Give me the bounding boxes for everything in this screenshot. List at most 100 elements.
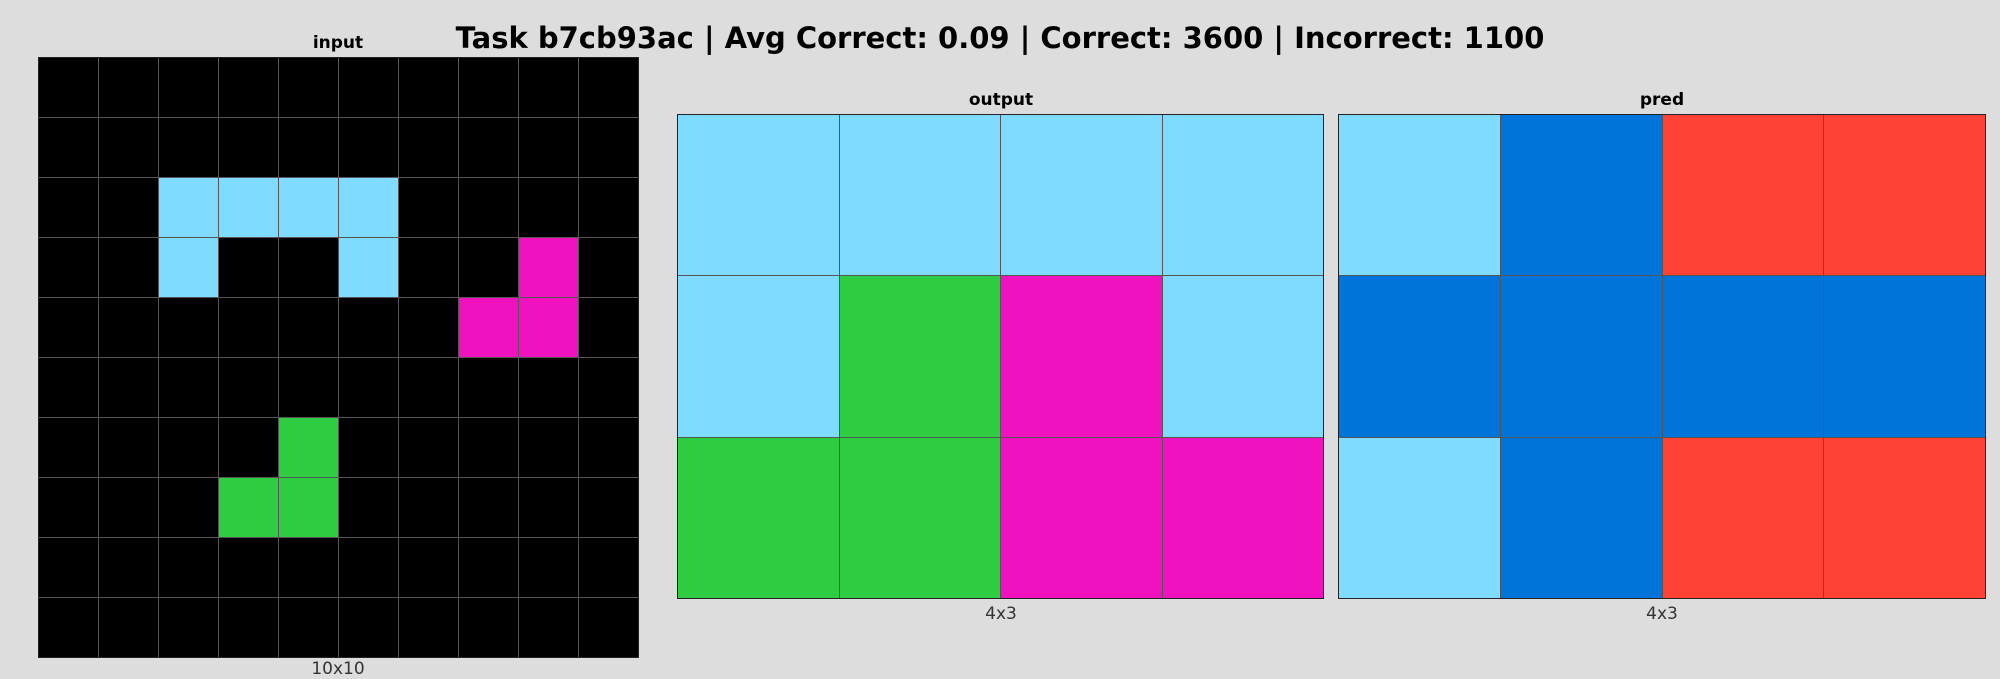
input-cell-r8-c1 (99, 538, 158, 597)
input-cell-r4-c8 (519, 298, 578, 357)
input-cell-r0-c1 (99, 58, 158, 117)
input-cell-r4-c4 (279, 298, 338, 357)
input-cell-r8-c4 (279, 538, 338, 597)
pred-panel-title: pred (1639, 90, 1685, 110)
input-cell-r7-c5 (339, 478, 398, 537)
input-cell-r7-c8 (519, 478, 578, 537)
input-cell-r1-c1 (99, 118, 158, 177)
input-cell-r3-c8 (519, 238, 578, 297)
pred-cell-r1-c1 (1500, 276, 1662, 437)
input-cell-r9-c9 (579, 598, 638, 657)
input-cell-r7-c7 (459, 478, 518, 537)
output-cell-r0-c0 (678, 115, 839, 276)
pred-cell-r2-c2 (1662, 437, 1824, 598)
output-cell-r1-c0 (678, 276, 839, 437)
input-cell-r0-c5 (339, 58, 398, 117)
input-cell-r1-c7 (459, 118, 518, 177)
input-cell-r8-c0 (39, 538, 98, 597)
input-panel-caption: 10x10 (311, 659, 365, 679)
pred-cell-r1-c3 (1824, 276, 1985, 437)
input-cell-r0-c7 (459, 58, 518, 117)
input-cell-r2-c4 (279, 178, 338, 237)
input-cell-r1-c9 (579, 118, 638, 177)
input-cell-r5-c9 (579, 358, 638, 417)
input-cell-r9-c7 (459, 598, 518, 657)
input-cell-r8-c2 (159, 538, 218, 597)
input-cell-r6-c2 (159, 418, 218, 477)
input-cell-r3-c3 (219, 238, 278, 297)
input-cell-r7-c1 (99, 478, 158, 537)
input-cell-r2-c8 (519, 178, 578, 237)
input-cell-r5-c8 (519, 358, 578, 417)
input-cell-r3-c2 (159, 238, 218, 297)
input-cell-r1-c5 (339, 118, 398, 177)
input-cell-r4-c0 (39, 298, 98, 357)
input-cell-r7-c6 (399, 478, 458, 537)
input-cell-r7-c0 (39, 478, 98, 537)
input-grid (38, 57, 639, 658)
input-cell-r1-c0 (39, 118, 98, 177)
input-cell-r5-c0 (39, 358, 98, 417)
output-panel-title: output (968, 90, 1034, 110)
output-cell-r2-c2 (1001, 437, 1162, 598)
input-cell-r6-c7 (459, 418, 518, 477)
input-cell-r6-c9 (579, 418, 638, 477)
output-cell-r1-c2 (1001, 276, 1162, 437)
pred-cell-r2-c3 (1824, 437, 1985, 598)
input-cell-r7-c2 (159, 478, 218, 537)
input-cell-r4-c6 (399, 298, 458, 357)
output-grid (677, 114, 1324, 599)
input-cell-r3-c7 (459, 238, 518, 297)
input-cell-r2-c6 (399, 178, 458, 237)
input-cell-r6-c1 (99, 418, 158, 477)
input-cell-r4-c2 (159, 298, 218, 357)
pred-grid (1338, 114, 1986, 599)
input-cell-r8-c8 (519, 538, 578, 597)
input-cell-r3-c9 (579, 238, 638, 297)
input-cell-r0-c8 (519, 58, 578, 117)
input-cell-r5-c2 (159, 358, 218, 417)
pred-cell-r2-c1 (1500, 437, 1662, 598)
input-cell-r2-c1 (99, 178, 158, 237)
input-cell-r1-c2 (159, 118, 218, 177)
output-cell-r0-c3 (1162, 115, 1323, 276)
input-cell-r1-c3 (219, 118, 278, 177)
input-cell-r0-c9 (579, 58, 638, 117)
input-cell-r5-c6 (399, 358, 458, 417)
pred-cell-r0-c1 (1500, 115, 1662, 276)
input-cell-r1-c8 (519, 118, 578, 177)
input-cell-r2-c3 (219, 178, 278, 237)
input-cell-r3-c0 (39, 238, 98, 297)
input-cell-r8-c9 (579, 538, 638, 597)
input-cell-r6-c6 (399, 418, 458, 477)
input-cell-r2-c5 (339, 178, 398, 237)
input-cell-r5-c3 (219, 358, 278, 417)
output-cell-r2-c1 (839, 437, 1000, 598)
input-cell-r4-c3 (219, 298, 278, 357)
input-cell-r1-c6 (399, 118, 458, 177)
input-cell-r2-c9 (579, 178, 638, 237)
input-cell-r6-c8 (519, 418, 578, 477)
input-cell-r8-c6 (399, 538, 458, 597)
input-cell-r4-c5 (339, 298, 398, 357)
output-cell-r0-c1 (839, 115, 1000, 276)
input-cell-r4-c1 (99, 298, 158, 357)
input-cell-r9-c4 (279, 598, 338, 657)
pred-cell-r1-c0 (1339, 276, 1500, 437)
input-cell-r3-c1 (99, 238, 158, 297)
input-cell-r3-c5 (339, 238, 398, 297)
input-cell-r6-c4 (279, 418, 338, 477)
input-cell-r6-c5 (339, 418, 398, 477)
input-cell-r3-c6 (399, 238, 458, 297)
input-cell-r6-c3 (219, 418, 278, 477)
input-cell-r8-c3 (219, 538, 278, 597)
input-cell-r2-c2 (159, 178, 218, 237)
input-cell-r8-c5 (339, 538, 398, 597)
input-cell-r0-c2 (159, 58, 218, 117)
input-cell-r7-c3 (219, 478, 278, 537)
pred-cell-r0-c3 (1824, 115, 1985, 276)
output-cell-r2-c3 (1162, 437, 1323, 598)
input-cell-r4-c7 (459, 298, 518, 357)
input-cell-r9-c6 (399, 598, 458, 657)
input-cell-r0-c6 (399, 58, 458, 117)
